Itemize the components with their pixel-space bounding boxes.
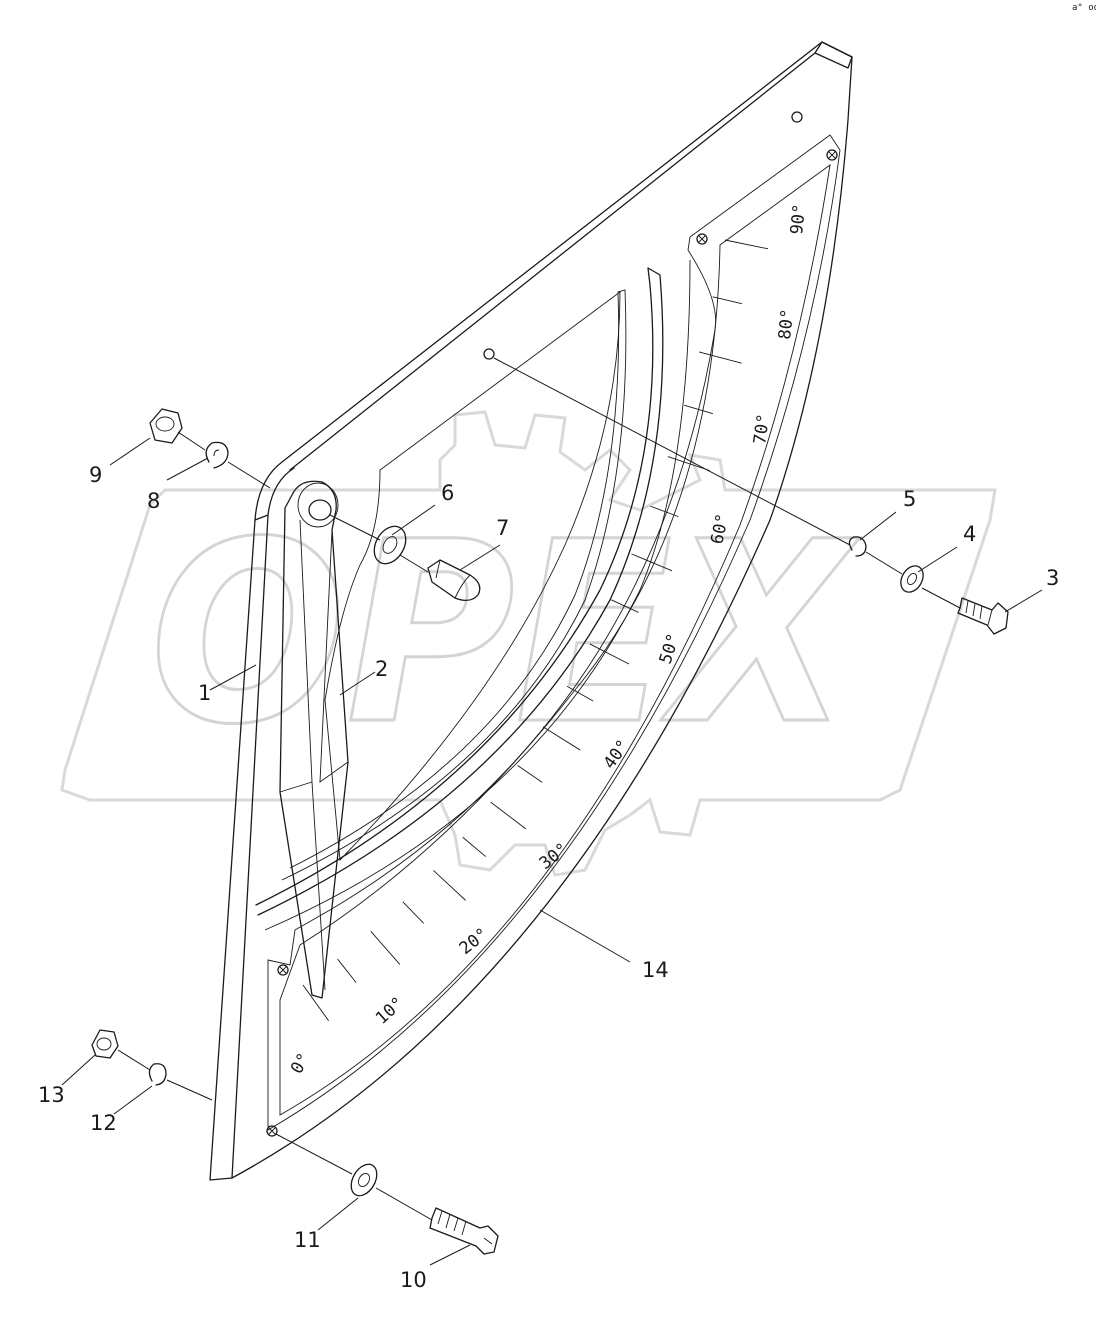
- pointer-arm: [279, 480, 349, 999]
- part-12-spring-washer-bottom: [148, 1063, 167, 1086]
- scale-tick: [698, 351, 742, 364]
- scale-tick: [542, 726, 581, 751]
- plate-inner-border: [267, 134, 841, 1131]
- part-10-screw: [429, 1207, 499, 1255]
- callout-12: 12: [90, 1111, 117, 1135]
- inner-window: [324, 291, 621, 862]
- callout-5: 5: [903, 487, 916, 511]
- part-4-flat-washer-right: [900, 565, 924, 593]
- part-11-flat-washer-bottom: [350, 1163, 378, 1197]
- scale-tick: [611, 599, 639, 613]
- callout-1: 1: [198, 681, 211, 705]
- callout-14: 14: [642, 958, 669, 982]
- plate-hole-top-right: [791, 111, 803, 123]
- part-7-pivot-pin: [427, 559, 481, 602]
- window-screw-bottom: [266, 1125, 278, 1137]
- window-screw-top-left: [696, 233, 708, 245]
- scale-tick: [517, 765, 543, 783]
- scale-label-10: 10°: [372, 993, 408, 1028]
- slot-arc-inner: [281, 289, 627, 881]
- scale-label-0: 0°: [287, 1050, 315, 1078]
- window-screw-bottom-left: [277, 964, 289, 976]
- callout-13: 13: [38, 1083, 65, 1107]
- scale-tick: [650, 505, 679, 518]
- scale-tick: [302, 984, 330, 1022]
- callout-leaders: [61, 437, 1043, 1266]
- part-6-flat-washer: [373, 525, 407, 565]
- scale-tick: [724, 239, 769, 250]
- callout-6: 6: [441, 481, 454, 505]
- part-13-nut-bottom: [91, 1029, 119, 1059]
- scale-tick: [370, 931, 401, 965]
- watermark-gear-outline: [60, 410, 997, 877]
- part-5-spring-washer-right: [848, 536, 867, 557]
- plate-hole-center: [483, 348, 495, 360]
- pointer-arm-face: [279, 519, 349, 991]
- scale-tick: [667, 456, 710, 471]
- scale-tick: [337, 958, 357, 983]
- callout-10: 10: [400, 1268, 427, 1292]
- callout-7: 7: [496, 516, 509, 540]
- scale-tick: [402, 901, 425, 924]
- callout-9: 9: [89, 463, 102, 487]
- pointer-pivot-boss: [297, 482, 339, 528]
- pointer-pivot-hole: [308, 499, 332, 521]
- pointer-arm-outline: [279, 480, 349, 999]
- callout-2: 2: [375, 657, 388, 681]
- window-screw-top-right: [826, 149, 838, 161]
- scale-tick: [566, 685, 594, 702]
- corner-mark: a° ooo: [1072, 3, 1096, 13]
- scale-label-20: 20°: [456, 924, 493, 959]
- scale-label-80: 80°: [775, 308, 798, 341]
- assembly-axes: [117, 357, 961, 1221]
- part-8-spring-washer-top: [205, 441, 229, 469]
- scale-ticks: [302, 239, 769, 1022]
- callout-numbers: 9 8 1 2 6 7 5 4 3 13 12 11 10 14: [38, 463, 1059, 1292]
- callout-3: 3: [1046, 566, 1059, 590]
- slot-arc-middle: [264, 259, 691, 931]
- scale-tick: [631, 553, 673, 572]
- scale-label-70: 70°: [750, 412, 774, 445]
- scale-window: [279, 164, 831, 1116]
- scale-tick: [683, 404, 713, 415]
- slot-arc-outer: [255, 267, 664, 916]
- scale-tick: [589, 643, 630, 665]
- plate-outer-outline: [209, 41, 853, 1181]
- callout-8: 8: [147, 489, 160, 513]
- callout-4: 4: [963, 522, 976, 546]
- scale-tick: [490, 801, 527, 830]
- protractor-plate: 0° 10° 20° 30° 40° 50° 60° 70° 80° 90°: [209, 41, 853, 1181]
- part-3-bolt: [957, 597, 1009, 635]
- plate-top-edge: [289, 41, 853, 471]
- scale-tick: [462, 836, 487, 857]
- watermark: OPEX: [60, 410, 997, 877]
- callout-11: 11: [294, 1228, 321, 1252]
- scale-label-90: 90°: [787, 203, 810, 236]
- scale-tick: [433, 870, 466, 901]
- plate-left-edge: [231, 467, 295, 1179]
- scale-tick: [712, 296, 743, 305]
- part-9-nut-top: [149, 408, 183, 444]
